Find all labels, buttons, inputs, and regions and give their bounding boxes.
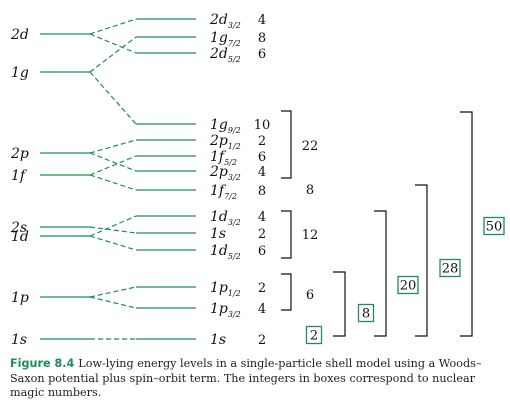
left-level-label: 1f — [11, 168, 28, 184]
right-level-labels: 2d3/2 4 1g7/2 8 2d5/2 6 1g9/2 10 2p1/2 2 1f5/2 6 2p3… — [209, 12, 270, 348]
level-occupancy: 10 — [254, 118, 271, 133]
level-occupancy: 8 — [258, 184, 266, 199]
magic-number: 28 — [442, 262, 459, 277]
right-level-label: 2d5/2 — [209, 46, 241, 64]
magic-number: 8 — [362, 307, 370, 322]
group-total: 6 — [306, 288, 314, 303]
magic-bracket — [374, 210, 387, 337]
right-level-label: 1f7/2 — [210, 183, 237, 201]
right-level-label: 1d5/2 — [210, 243, 241, 261]
caption-text: Low-lying energy levels in a single-part… — [10, 357, 482, 399]
group-bracket — [281, 210, 292, 259]
magic-bracket — [415, 184, 428, 337]
caption-heading: Figure 8.4 — [10, 357, 75, 370]
level-occupancy: 8 — [258, 31, 266, 46]
right-level-label: 1g7/2 — [210, 30, 241, 48]
split-connector — [89, 36, 137, 73]
split-connector — [89, 71, 137, 125]
level-occupancy: 4 — [258, 302, 266, 317]
left-level-label: 2s — [10, 220, 27, 236]
level-occupancy: 2 — [258, 281, 266, 296]
right-level-label: 2d3/2 — [209, 12, 241, 30]
magic-number-box — [439, 258, 461, 278]
level-occupancy: 6 — [258, 244, 266, 259]
right-level-label: 1s — [210, 226, 226, 242]
right-level-label: 1s — [210, 332, 226, 348]
level-occupancy: 6 — [258, 150, 266, 165]
level-occupancy: 4 — [258, 165, 266, 180]
split-connector — [89, 235, 137, 251]
split-connector — [89, 174, 137, 191]
left-level-label: 2p — [10, 146, 29, 162]
magic-number: 50 — [486, 220, 503, 235]
left-level-label: 1s — [11, 332, 27, 348]
magic-bracket — [333, 271, 346, 337]
split-connector — [89, 215, 137, 237]
group-total: 8 — [306, 183, 314, 198]
group-total: 12 — [302, 228, 319, 243]
right-level-label: 1f5/2 — [210, 149, 237, 167]
split-connector — [89, 33, 137, 54]
left-level-label: 1d — [11, 229, 29, 245]
group-bracket — [281, 110, 292, 179]
split-connector — [89, 18, 137, 35]
right-level-label: 1p1/2 — [210, 280, 241, 298]
split-connector — [89, 226, 137, 234]
level-occupancy: 2 — [258, 227, 266, 242]
group-total: 22 — [302, 139, 319, 154]
right-level-label: 2p1/2 — [209, 133, 241, 151]
left-level-label: 1g — [11, 65, 29, 81]
level-occupancy: 4 — [258, 210, 266, 225]
magic-number-box — [357, 303, 375, 323]
right-level-label: 1g9/2 — [210, 117, 241, 135]
left-level-label: 2d — [10, 27, 29, 43]
magic-number-box — [305, 325, 323, 345]
split-connector — [89, 139, 137, 154]
right-level-label: 2p3/2 — [209, 164, 241, 182]
level-occupancy: 2 — [258, 134, 266, 149]
left-level-label: 1p — [11, 290, 29, 306]
group-bracket — [281, 273, 292, 311]
level-occupancy: 2 — [258, 333, 266, 348]
split-connector — [89, 155, 137, 176]
magic-number-box — [397, 275, 419, 295]
magic-bracket — [460, 111, 473, 337]
split-connector — [89, 286, 137, 298]
magic-number: 20 — [400, 279, 417, 294]
right-level-label: 1d3/2 — [210, 209, 241, 227]
split-connector — [89, 296, 137, 309]
level-lines — [40, 18, 196, 340]
group-brackets: 22 8 12 6 — [281, 110, 319, 311]
right-level-label: 1p3/2 — [210, 301, 241, 319]
magic-number: 2 — [310, 329, 318, 344]
level-occupancy: 6 — [258, 47, 266, 62]
split-connector — [89, 152, 137, 172]
magic-number-box — [483, 216, 505, 236]
level-occupancy: 4 — [258, 13, 266, 28]
